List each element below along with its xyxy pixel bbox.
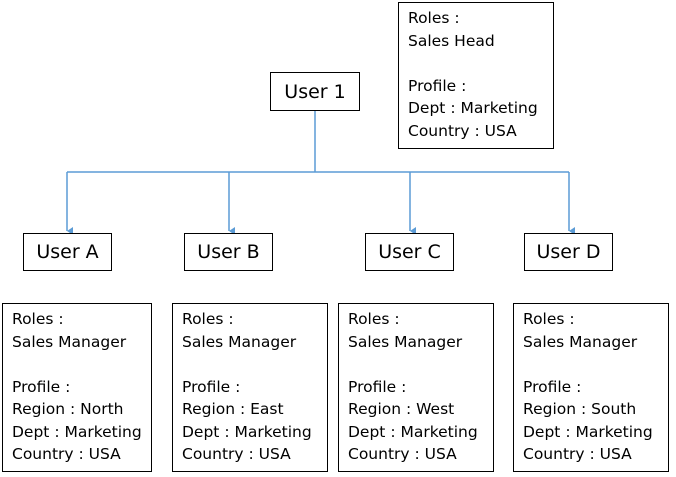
role-value: Sales Manager (348, 332, 463, 351)
user-1-node: User 1 (270, 72, 360, 111)
user-1-label: User 1 (284, 80, 346, 103)
country-value: Country : USA (12, 445, 121, 463)
user-c-node: User C (365, 233, 454, 271)
user-b-label: User B (197, 241, 260, 263)
user-a-label: User A (36, 241, 99, 263)
user-d-label: User D (536, 241, 601, 263)
user-d-info-box: Roles : Sales Manager Profile : Region :… (513, 303, 669, 472)
region-value: Region : North (12, 400, 124, 418)
country-value: Country : USA (523, 445, 632, 463)
user-a-info-box: Roles : Sales Manager Profile : Region :… (2, 303, 152, 472)
profile-label: Profile : (12, 377, 71, 396)
roles-label: Roles : (523, 310, 575, 328)
profile-label: Profile : (348, 377, 407, 396)
roles-label: Roles : (348, 310, 400, 328)
dept-value: Dept : Marketing (348, 422, 478, 441)
roles-label: Roles : (12, 310, 64, 328)
user-a-node: User A (23, 233, 112, 271)
role-value: Sales Manager (523, 332, 638, 351)
role-value: Sales Head (408, 31, 495, 50)
user-d-node: User D (524, 233, 613, 271)
role-value: Sales Manager (182, 332, 297, 351)
roles-label: Roles : (182, 310, 234, 328)
region-value: Region : West (348, 400, 455, 418)
role-value: Sales Manager (12, 332, 127, 351)
dept-value: Dept : Marketing (182, 422, 312, 441)
user-b-node: User B (184, 233, 273, 271)
country-value: Country : USA (408, 121, 517, 140)
user-c-info-box: Roles : Sales Manager Profile : Region :… (338, 303, 494, 472)
user-c-label: User C (378, 241, 441, 263)
user-1-info-box: Roles : Sales Head Profile : Dept : Mark… (398, 2, 554, 149)
profile-label: Profile : (182, 377, 241, 396)
dept-value: Dept : Marketing (523, 422, 653, 441)
roles-label: Roles : (408, 9, 460, 27)
user-b-info-box: Roles : Sales Manager Profile : Region :… (172, 303, 328, 472)
region-value: Region : East (182, 400, 284, 418)
country-value: Country : USA (348, 445, 457, 463)
dept-value: Dept : Marketing (408, 99, 538, 117)
region-value: Region : South (523, 400, 637, 418)
profile-label: Profile : (523, 377, 582, 396)
profile-label: Profile : (408, 76, 467, 95)
dept-value: Dept : Marketing (12, 422, 142, 441)
country-value: Country : USA (182, 445, 291, 463)
